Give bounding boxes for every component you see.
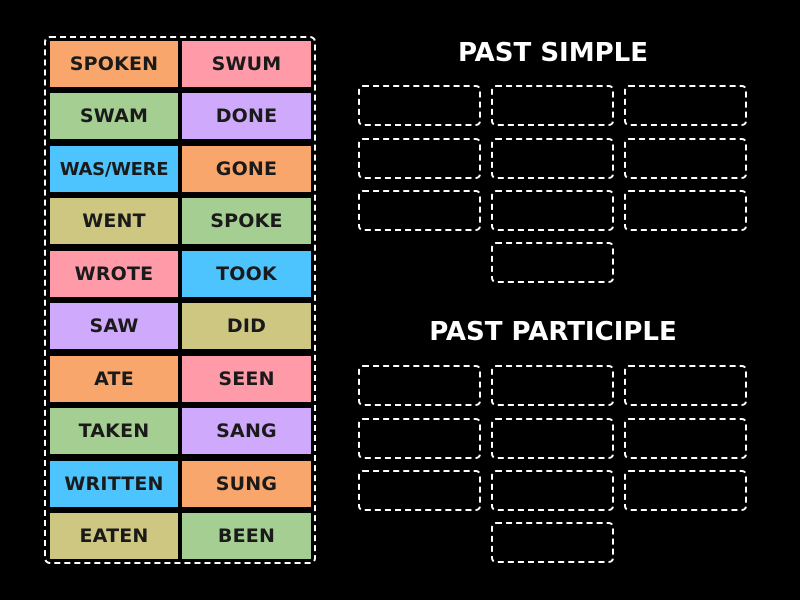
word-tile[interactable]: SPOKEN [50,41,178,87]
drop-slot[interactable] [491,190,614,231]
word-tile[interactable]: DONE [182,93,311,139]
word-tile[interactable]: WROTE [50,251,178,297]
drop-slot[interactable] [491,365,614,406]
word-tile[interactable]: SEEN [182,356,311,402]
drop-slot[interactable] [491,522,614,563]
word-tile[interactable]: SWAM [50,93,178,139]
word-tile[interactable]: SPOKE [182,198,311,244]
drop-slot[interactable] [358,138,481,179]
word-tile[interactable]: SWUM [182,41,311,87]
drop-slot[interactable] [358,190,481,231]
group-title-past-participle: PAST PARTICIPLE [429,317,677,347]
drop-slot[interactable] [491,470,614,511]
word-tile[interactable]: DID [182,303,311,349]
drop-slot[interactable] [624,365,747,406]
drop-slot[interactable] [491,242,614,283]
drop-slot[interactable] [491,418,614,459]
word-tile[interactable]: BEEN [182,513,311,559]
word-tile[interactable]: ATE [50,356,178,402]
word-tile[interactable]: EATEN [50,513,178,559]
word-tile[interactable]: SUNG [182,461,311,507]
drop-slot[interactable] [624,85,747,126]
drop-slot[interactable] [624,138,747,179]
group-title-past-simple: PAST SIMPLE [458,38,648,68]
word-tile[interactable]: WRITTEN [50,461,178,507]
word-tile[interactable]: SANG [182,408,311,454]
word-tile[interactable]: WAS/WERE [50,146,178,192]
drop-slot[interactable] [491,138,614,179]
drop-slot[interactable] [624,470,747,511]
word-tile[interactable]: WENT [50,198,178,244]
drop-slot[interactable] [358,85,481,126]
drop-slot[interactable] [624,190,747,231]
drop-slot[interactable] [358,470,481,511]
drop-slot[interactable] [624,418,747,459]
word-tile[interactable]: SAW [50,303,178,349]
word-bank [44,36,316,564]
drop-slot[interactable] [358,365,481,406]
word-tile[interactable]: TAKEN [50,408,178,454]
word-tile[interactable]: GONE [182,146,311,192]
word-tile[interactable]: TOOK [182,251,311,297]
drop-slot[interactable] [358,418,481,459]
drop-slot[interactable] [491,85,614,126]
